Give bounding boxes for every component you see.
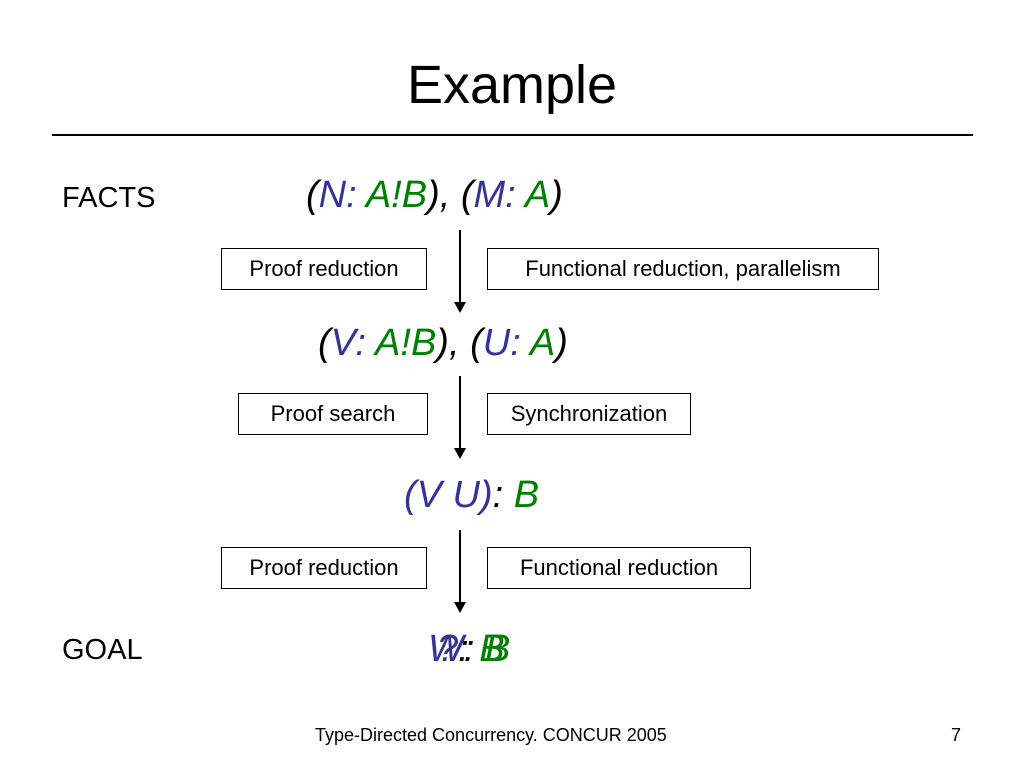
goal-term-w: W bbox=[428, 628, 464, 670]
proof-search-box: Proof search bbox=[238, 393, 428, 435]
step3-formula: (V U): B bbox=[404, 472, 539, 518]
facts-term-n: N bbox=[318, 174, 347, 216]
step3-type: B bbox=[513, 474, 540, 516]
arrow-1-shaft bbox=[459, 230, 461, 302]
title-divider bbox=[52, 134, 973, 136]
step2-type-1: A!B bbox=[375, 322, 437, 364]
goal-formula-layer-2: ?: B bbox=[437, 626, 505, 672]
synchronization-box: Synchronization bbox=[487, 393, 691, 435]
facts-formula: (N: A!B), (M: A) bbox=[306, 172, 563, 218]
facts-type-1: A!B bbox=[365, 174, 428, 216]
facts-paren-open: ( bbox=[306, 174, 319, 216]
step2-colon-1: : bbox=[355, 322, 366, 364]
goal-label: GOAL bbox=[62, 634, 143, 666]
step2-type-2: A bbox=[529, 322, 556, 364]
arrow-2-shaft bbox=[459, 376, 461, 448]
facts-label: FACTS bbox=[62, 182, 156, 214]
page-number: 7 bbox=[951, 725, 962, 745]
step2-paren-close: ) bbox=[555, 322, 568, 364]
step3-colon: : bbox=[492, 474, 504, 516]
step2-term-v: V bbox=[330, 322, 356, 364]
slide-title: Example bbox=[406, 55, 618, 115]
goal-formula-layer-1: W: B bbox=[428, 626, 510, 672]
facts-separator: ), ( bbox=[427, 174, 474, 216]
goal-colon-1: : bbox=[463, 628, 475, 670]
arrow-3-shaft bbox=[459, 530, 461, 602]
facts-type-2: A bbox=[524, 174, 551, 216]
step2-formula: (V: A!B), (U: A) bbox=[318, 320, 568, 366]
functional-reduction-parallelism-box: Functional reduction, parallelism bbox=[487, 248, 879, 290]
step2-paren-open: ( bbox=[318, 322, 331, 364]
footer-text: Type-Directed Concurrency. CONCUR 2005 bbox=[315, 725, 667, 745]
arrow-3-head bbox=[454, 602, 466, 613]
step2-colon-2: : bbox=[510, 322, 521, 364]
facts-term-m: M bbox=[473, 174, 506, 216]
facts-paren-close: ) bbox=[550, 174, 563, 216]
arrow-2-head bbox=[454, 448, 466, 459]
functional-reduction-box: Functional reduction bbox=[487, 547, 751, 589]
facts-colon-2: : bbox=[505, 174, 516, 216]
goal-colon-2: : bbox=[458, 628, 469, 670]
step2-separator: ), ( bbox=[436, 322, 483, 364]
step3-term: (V U) bbox=[404, 474, 493, 516]
facts-colon-1: : bbox=[346, 174, 357, 216]
goal-term-unknown: ? bbox=[437, 628, 459, 670]
goal-type-2: B bbox=[479, 628, 505, 670]
goal-type-1: B bbox=[485, 628, 511, 670]
proof-reduction-box-1: Proof reduction bbox=[221, 248, 427, 290]
arrow-1-head bbox=[454, 302, 466, 313]
step2-term-u: U bbox=[482, 322, 511, 364]
proof-reduction-box-2: Proof reduction bbox=[221, 547, 427, 589]
